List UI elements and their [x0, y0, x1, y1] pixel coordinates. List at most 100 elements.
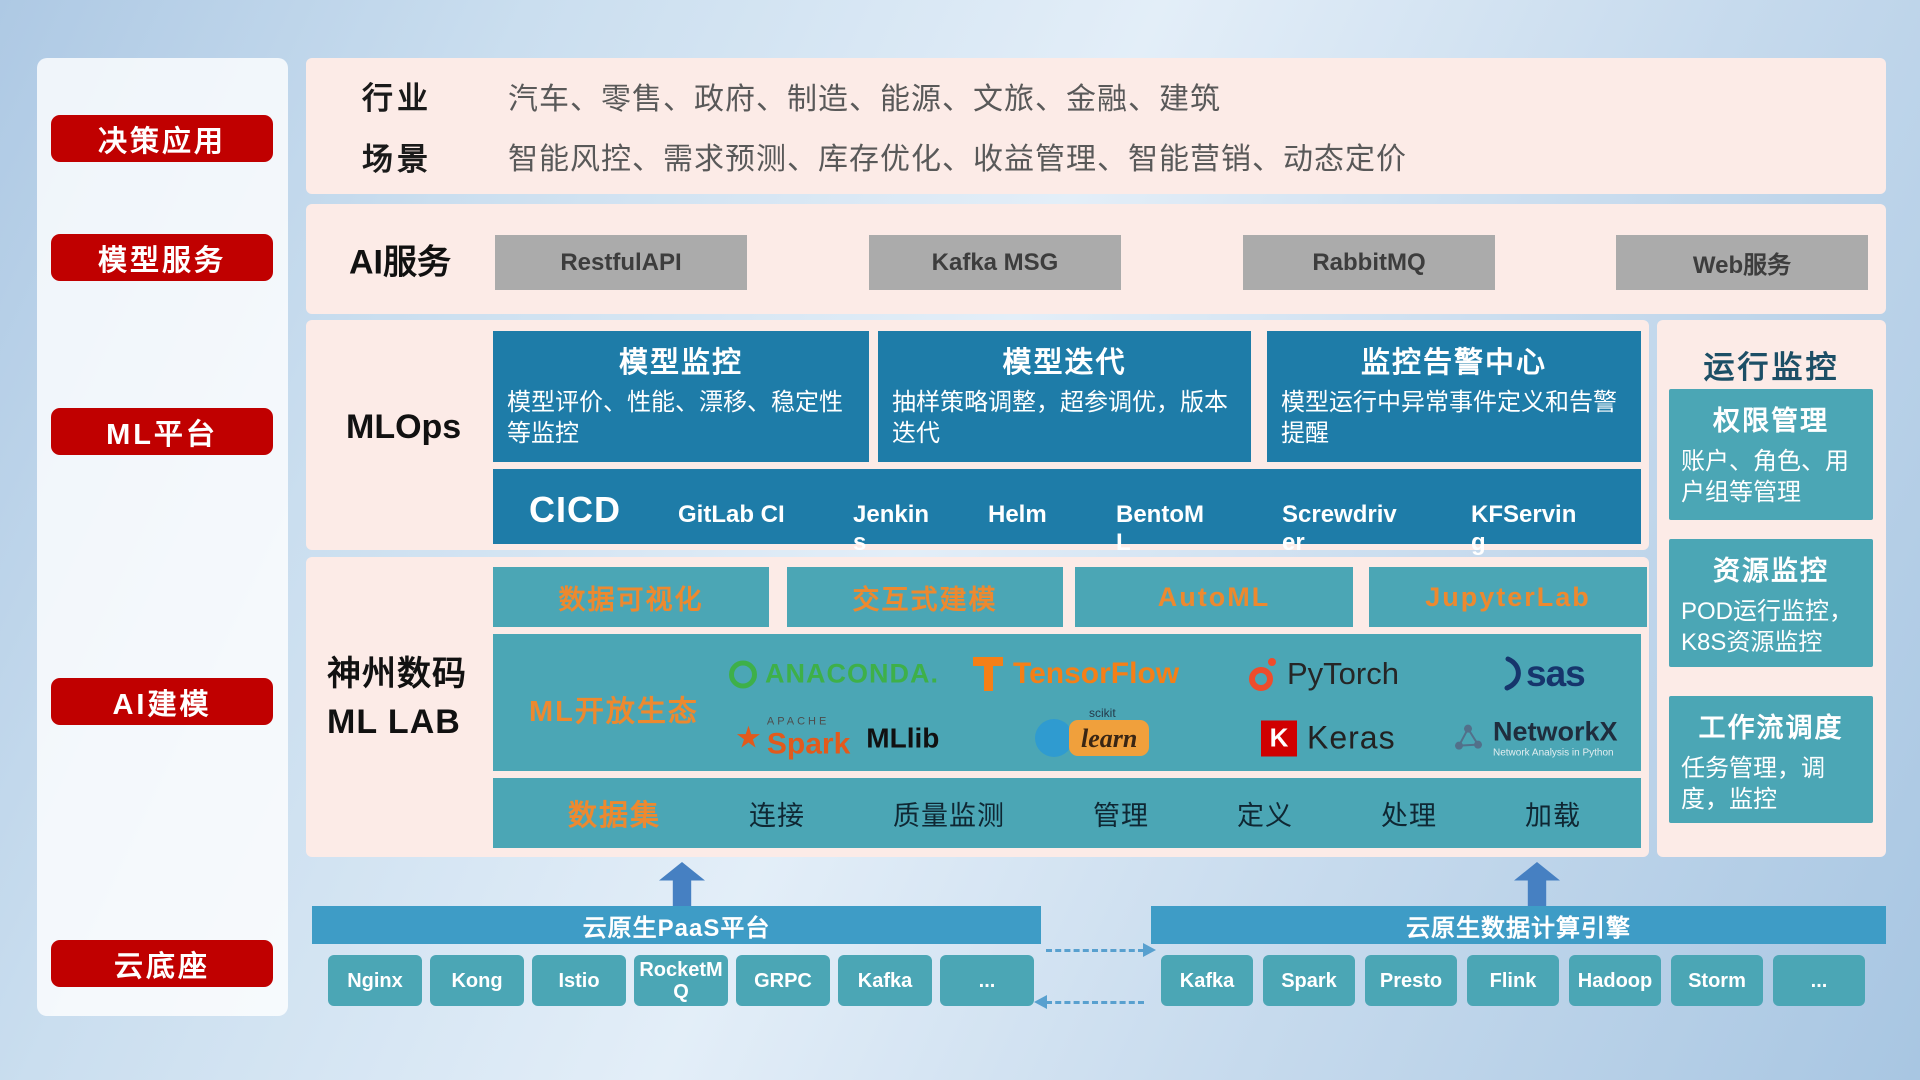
resource-monitor-body: POD运行监控，K8S资源监控 [1681, 598, 1854, 657]
workflow-title: 工作流调度 [1698, 713, 1844, 743]
dataset-label: 数据集 [568, 800, 662, 832]
ml-ecosystem-band: ML开放生态 ANACONDA. TensorFlow PyTorch [493, 634, 1641, 771]
chip-paas-more: ... [940, 955, 1034, 1006]
anaconda-icon [729, 660, 757, 688]
cicd-bar: CICD GitLab CI Jenkins Helm BentoML Scre… [493, 469, 1641, 556]
networkx-logo: NetworkX Network Analysis in Python [1451, 717, 1618, 758]
chip-storm: Storm [1671, 955, 1763, 1006]
cicd-tool-screwdriver: Screwdriver [1282, 501, 1397, 556]
permission-body: 账户、角色、用户组等管理 [1681, 448, 1849, 507]
anaconda-logo: ANACONDA. [729, 659, 939, 690]
mlops-label: MLOps [346, 408, 462, 446]
cicd-tool-jenkins: Jenkins [853, 501, 930, 556]
chip-grpc-label: GRPC [754, 969, 812, 992]
dataset-bar: 数据集 连接 质量监测 管理 定义 处理 加载 [493, 778, 1641, 848]
alert-center-body: 模型运行中异常事件定义和告警提醒 [1281, 389, 1617, 448]
resource-monitor-title: 资源监控 [1713, 556, 1829, 586]
permission-title: 权限管理 [1713, 406, 1829, 436]
feature-automl: AutoML [1075, 567, 1353, 627]
permission-card: 权限管理 账户、角色、用户组等管理 [1669, 389, 1873, 520]
chip-rocketmq: RocketMQ [634, 955, 728, 1006]
spark-wordmark: Spark [766, 727, 851, 761]
networkx-wordmark-group: NetworkX Network Analysis in Python [1493, 717, 1618, 758]
chip-hadoop: Hadoop [1569, 955, 1661, 1006]
alert-center-card: 监控告警中心 模型运行中异常事件定义和告警提醒 [1267, 331, 1641, 462]
chip-kafka-label: Kafka [857, 969, 913, 992]
keras-logo: K Keras [1261, 720, 1396, 757]
chip-flink-label: Flink [1489, 969, 1537, 992]
model-monitoring-title: 模型监控 [618, 347, 743, 379]
scikit-learn-logo: scikit learn [1035, 706, 1150, 757]
pytorch-flame-ring [1249, 666, 1273, 691]
mlops-panel: MLOps 模型监控 模型评价、性能、漂移、稳定性等监控 模型迭代 抽样策略调整… [306, 320, 1649, 556]
model-iteration-card: 模型迭代 抽样策略调整，超参调优，版本迭代 [878, 331, 1251, 462]
feature-data-viz: 数据可视化 [493, 567, 769, 627]
feature-interactive: 交互式建模 [787, 567, 1063, 627]
chip-compute-more-label: ... [1810, 969, 1828, 992]
chip-grpc: GRPC [736, 955, 830, 1006]
dataset-quality: 质量监测 [893, 800, 1006, 831]
ai-service-panel: AI服务 RestfulAPI Kafka MSG RabbitMQ Web服务 [306, 204, 1886, 314]
chip-compute-more: ... [1773, 955, 1865, 1006]
paas-chip-row: Nginx Kong Istio RocketMQ GRPC Kafka ... [328, 955, 1034, 1006]
dataset-define: 定义 [1237, 800, 1294, 831]
chip-nginx: Nginx [328, 955, 422, 1006]
industry-scenario-panel: 行业 汽车、零售、政府、制造、能源、文旅、金融、建筑 场景 智能风控、需求预测、… [306, 58, 1886, 194]
cicd-tool-kfserving: KFServing [1471, 501, 1577, 556]
pytorch-logo: PyTorch [1249, 656, 1399, 692]
alert-center-title: 监控告警中心 [1360, 347, 1547, 379]
feature-jupyterlab: JupyterLab [1369, 567, 1647, 627]
resource-monitor-card: 资源监控 POD运行监控，K8S资源监控 [1669, 539, 1873, 667]
service-web: Web服务 [1616, 235, 1868, 290]
chip-kong-label: Kong [451, 969, 503, 992]
model-monitoring-card: 模型监控 模型评价、性能、漂移、稳定性等监控 [493, 331, 869, 462]
mllab-panel: 神州数码 ML LAB 数据可视化 交互式建模 AutoML JupyterLa… [306, 557, 1649, 857]
workflow-card: 工作流调度 任务管理，调度，监控 [1669, 696, 1873, 823]
mllab-label-line1: 神州数码 [327, 655, 467, 693]
chip-paas-more-label: ... [978, 969, 996, 992]
industry-row: 行业 汽车、零售、政府、制造、能源、文旅、金融、建筑 [362, 73, 1886, 118]
learn-wordmark: learn [1081, 724, 1138, 753]
compute-header: 云原生数据计算引擎 [1151, 906, 1886, 944]
chip-rocketmq-label: RocketMQ [639, 958, 723, 1003]
chip-kafka: Kafka [838, 955, 932, 1006]
dashed-arrow-left [1034, 995, 1144, 1009]
paas-header: 云原生PaaS平台 [312, 906, 1041, 944]
cicd-tool-bentoml: BentoML [1116, 501, 1204, 556]
chip-kafka2: Kafka [1161, 955, 1253, 1006]
layer-model-service: 模型服务 [51, 234, 273, 281]
sas-logo: sas [1500, 653, 1586, 695]
chip-spark: Spark [1263, 955, 1355, 1006]
mllab-label: 神州数码 ML LAB [327, 651, 497, 746]
chip-spark-label: Spark [1281, 969, 1337, 992]
spark-apache-label: APACHE [766, 715, 830, 728]
chip-flink: Flink [1467, 955, 1559, 1006]
scenario-row: 场景 智能风控、需求预测、库存优化、收益管理、智能营销、动态定价 [362, 134, 1886, 179]
model-iteration-body: 抽样策略调整，超参调优，版本迭代 [892, 389, 1228, 448]
sas-wordmark: sas [1526, 653, 1586, 694]
chip-presto-label: Presto [1379, 969, 1443, 992]
scikit-learn-badge: scikit learn [1069, 706, 1150, 756]
keras-icon-letter: K [1269, 722, 1289, 753]
dataset-process: 处理 [1381, 800, 1438, 831]
layer-ml-platform: ML平台 [51, 408, 273, 455]
spark-mllib-logo: ★ APACHE Spark MLlib [735, 716, 939, 759]
layer-sidebar: 决策应用 模型服务 ML平台 AI建模 云底座 [37, 58, 288, 1016]
ai-service-label: AI服务 [349, 243, 451, 282]
scenario-label: 场景 [362, 141, 432, 177]
service-kafka-msg: Kafka MSG [869, 235, 1121, 290]
runtime-monitor-title: 运行监控 [1703, 350, 1840, 385]
spark-wordmark-group: APACHE Spark [767, 716, 850, 759]
keras-icon: K [1261, 720, 1297, 756]
dashed-arrow-right [1046, 943, 1156, 957]
industry-label: 行业 [362, 81, 432, 117]
chip-istio: Istio [532, 955, 626, 1006]
tensorflow-icon [973, 657, 1003, 691]
paas-up-arrow [659, 862, 705, 906]
networkx-icon [1455, 725, 1482, 750]
tensorflow-wordmark: TensorFlow [1013, 657, 1180, 690]
scenario-list: 智能风控、需求预测、库存优化、收益管理、智能营销、动态定价 [508, 143, 1407, 177]
chip-hadoop-label: Hadoop [1577, 969, 1653, 992]
chip-presto: Presto [1365, 955, 1457, 1006]
